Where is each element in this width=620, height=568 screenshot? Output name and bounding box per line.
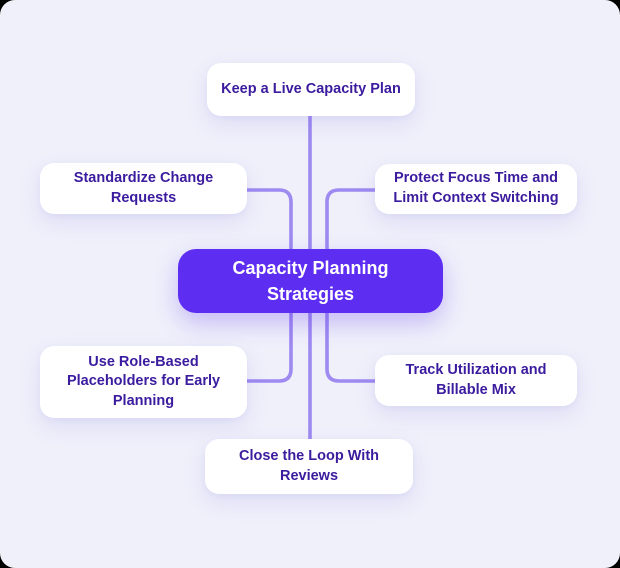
node-label: Close the Loop With Reviews: [238, 447, 380, 484]
node-track-utilization: Track Utilization and Billable Mix: [375, 355, 577, 406]
connector-upper-right: [325, 188, 375, 249]
node-keep-live-capacity-plan: Keep a Live Capacity Plan: [207, 63, 415, 116]
node-label: Track Utilization and Billable Mix: [405, 361, 547, 398]
node-label: Protect Focus Time and Limit Context Swi…: [393, 170, 559, 206]
node-label: Keep a Live Capacity Plan: [221, 80, 401, 97]
node-role-based-placeholders: Use Role-Based Placeholders for Early Pl…: [40, 346, 247, 418]
connector-lower-right: [325, 313, 375, 383]
node-protect-focus-time: Protect Focus Time and Limit Context Swi…: [375, 164, 577, 214]
node-label: Standardize Change Requests: [73, 169, 214, 206]
center-node-label: Capacity Planning Strategies: [232, 257, 389, 304]
node-standardize-change-requests: Standardize Change Requests: [40, 163, 247, 214]
connector-lower-left: [247, 313, 293, 383]
connector-upper-left: [247, 188, 293, 249]
node-label: Use Role-Based Placeholders for Early Pl…: [66, 353, 221, 409]
node-center-capacity-planning-strategies: Capacity Planning Strategies: [178, 249, 443, 313]
node-close-loop-reviews: Close the Loop With Reviews: [205, 439, 413, 494]
